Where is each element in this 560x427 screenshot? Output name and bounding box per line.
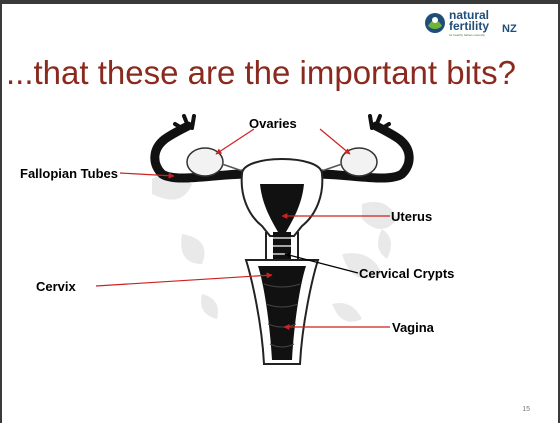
arrow-cervix bbox=[96, 275, 272, 286]
label-cervical-crypts: Cervical Crypts bbox=[359, 266, 454, 281]
right-ovary bbox=[341, 148, 377, 176]
label-fallopian-tubes: Fallopian Tubes bbox=[20, 166, 118, 181]
label-uterus: Uterus bbox=[391, 209, 432, 224]
arrow-ovaries-right bbox=[320, 129, 350, 154]
label-vagina: Vagina bbox=[392, 320, 434, 335]
label-cervix: Cervix bbox=[36, 279, 76, 294]
page-number: 15 bbox=[522, 406, 530, 413]
label-ovaries: Ovaries bbox=[249, 116, 297, 131]
arrow-ovaries-left bbox=[216, 129, 254, 154]
reproductive-anatomy-diagram bbox=[2, 4, 560, 427]
left-ovary bbox=[187, 148, 223, 176]
